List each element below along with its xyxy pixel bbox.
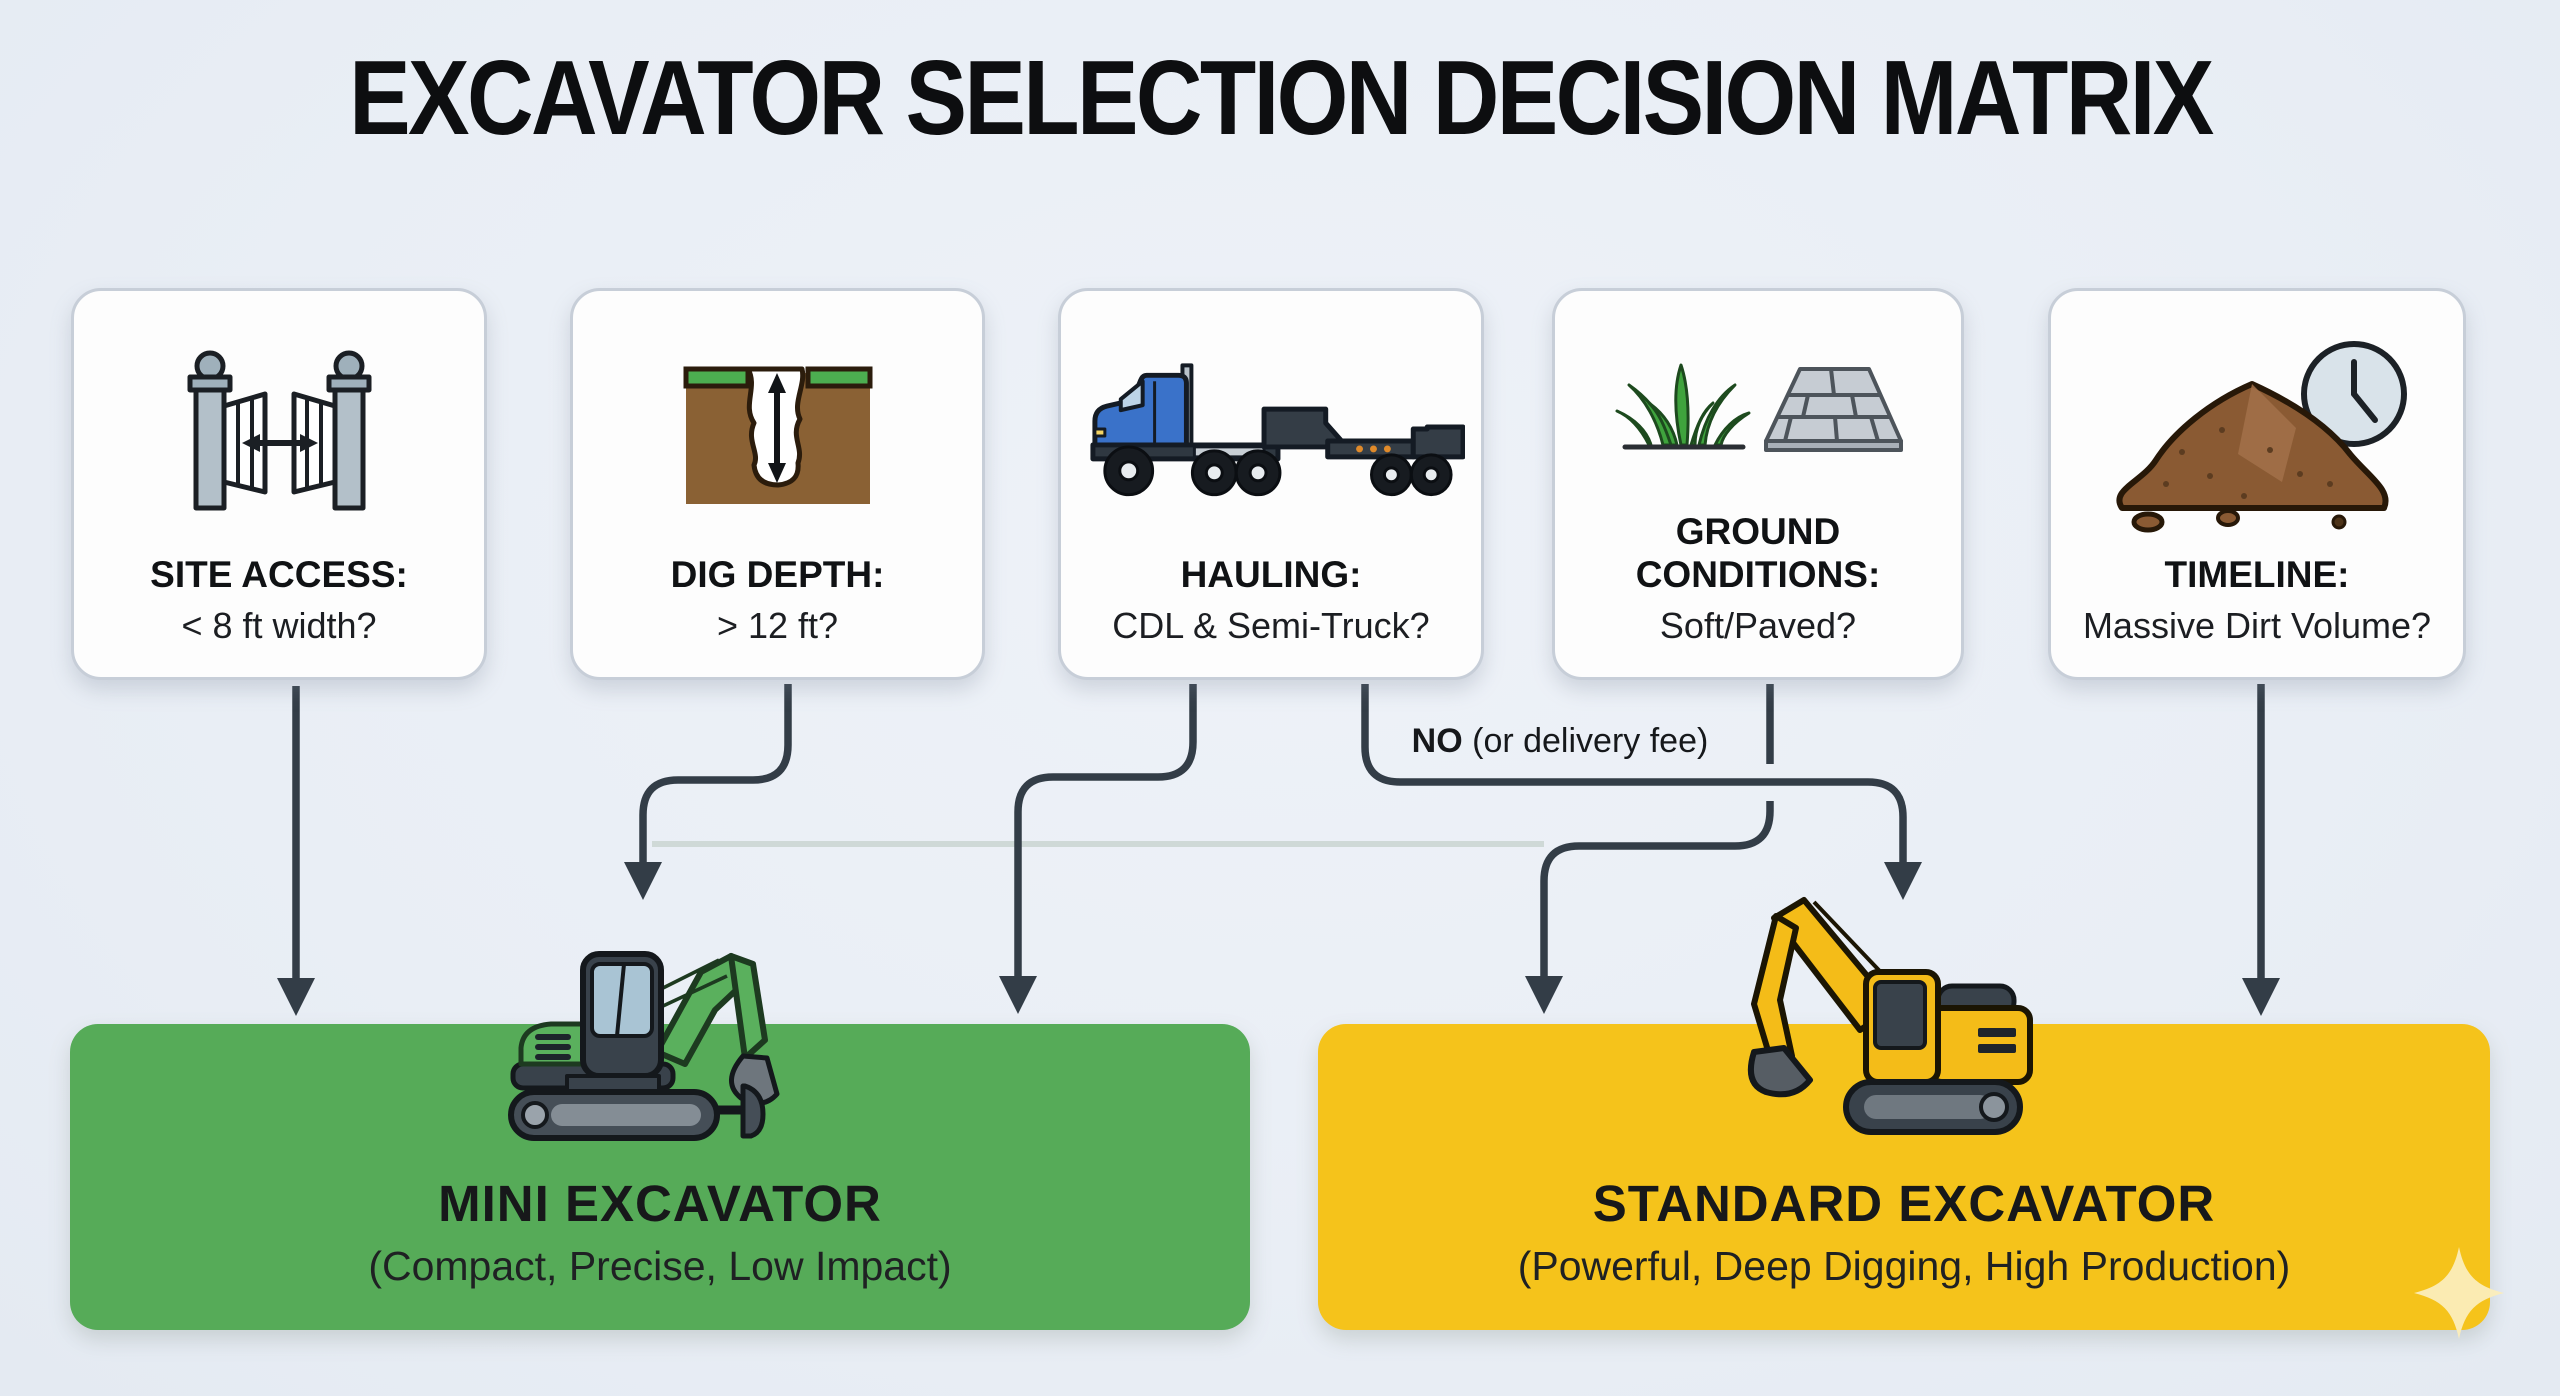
standard-excavator-icon [1748, 897, 2033, 1135]
outcome-title: STANDARD EXCAVATOR [1592, 1175, 2216, 1232]
truck-wheels [1103, 445, 1453, 496]
arrowhead [999, 976, 1037, 1014]
grass-pavers-icon [1615, 363, 1903, 452]
card-dig-depth: DIG DEPTH: > 12 ft? [570, 288, 985, 680]
card-title: HAULING: [1180, 554, 1362, 596]
card-hauling: HAULING: CDL & Semi-Truck? [1058, 288, 1484, 680]
card-timeline: TIMELINE: Massive Dirt Volume? [2048, 288, 2466, 680]
outcome-subtitle: (Compact, Precise, Low Impact) [368, 1243, 952, 1289]
depth-double-arrow-icon [767, 372, 786, 483]
card-question: Massive Dirt Volume? [2082, 605, 2432, 646]
card-question: Soft/Paved? [1659, 605, 1857, 646]
grass-icon [1615, 363, 1751, 447]
connector-dig-depth-to-mini [639, 684, 792, 864]
card-title: SITE ACCESS: [150, 554, 408, 596]
trailer-marker-lights [1356, 445, 1391, 453]
connector-ground-to-standard [1540, 801, 1774, 978]
arrowhead [624, 862, 662, 900]
mini-excavator-icon [508, 951, 780, 1141]
connector-hauling-no-to-standard [1361, 684, 1907, 864]
card-question: > 12 ft? [716, 605, 839, 646]
card-site-access: SITE ACCESS: < 8 ft width? [71, 288, 487, 680]
outcome-title: MINI EXCAVATOR [438, 1175, 882, 1232]
arrowhead [1884, 862, 1922, 900]
edge-label-no: NO [1411, 722, 1463, 760]
arrowhead [277, 978, 315, 1016]
card-title: TIMELINE: [2164, 554, 2350, 596]
gate-icon [187, 350, 371, 511]
card-question: < 8 ft width? [181, 605, 377, 646]
page-title: EXCAVATOR SELECTION DECISION MATRIX [0, 38, 2560, 159]
connector-hauling-to-mini [1014, 684, 1197, 978]
arrowhead [1525, 976, 1563, 1014]
trench-depth-icon [683, 366, 872, 504]
card-title: GROUND CONDITIONS: [1635, 510, 1881, 596]
width-double-arrow-icon [241, 433, 318, 452]
outcome-subtitle: (Powerful, Deep Digging, High Production… [1517, 1243, 2291, 1289]
sparkle-icon [2414, 1247, 2504, 1339]
card-title: DIG DEPTH: [670, 554, 885, 596]
dirt-pile-clock-icon [2116, 340, 2407, 533]
pavers-icon [1764, 366, 1903, 452]
edge-label-no-or-delivery-fee: NO (or delivery fee) [1382, 722, 1738, 761]
edge-label-rest: (or delivery fee) [1462, 722, 1709, 760]
dirt-pile-icon [2116, 380, 2389, 533]
semi-truck-icon [1090, 363, 1465, 496]
outcome-mini-excavator: MINI EXCAVATOR (Compact, Precise, Low Im… [70, 1024, 1250, 1330]
page-title-text: EXCAVATOR SELECTION DECISION MATRIX [348, 39, 2214, 157]
clock-icon [2301, 340, 2407, 447]
card-ground-conditions: GROUND CONDITIONS: Soft/Paved? [1552, 288, 1964, 680]
arrowhead [2242, 978, 2280, 1016]
card-question: CDL & Semi-Truck? [1112, 605, 1430, 646]
